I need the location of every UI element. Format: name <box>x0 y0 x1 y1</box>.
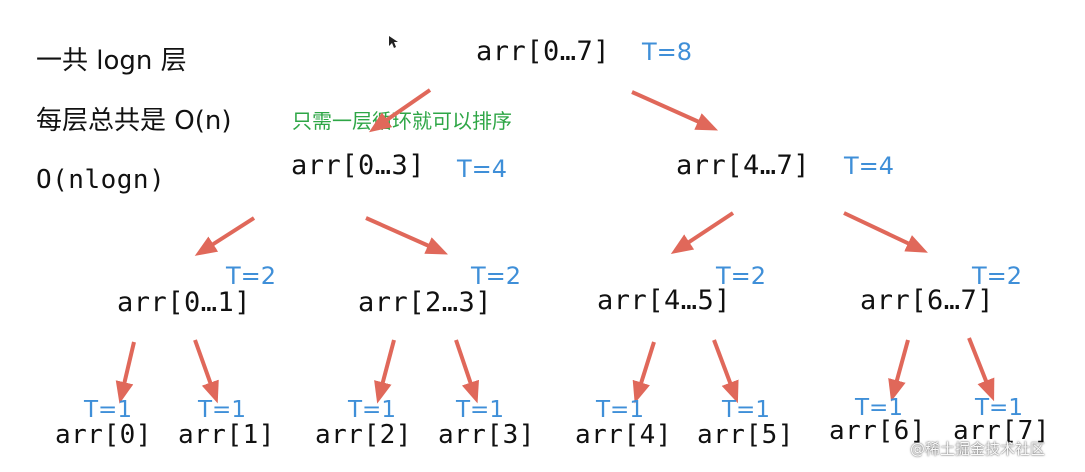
arrow-l2d-left <box>888 339 910 402</box>
t-leaf-5: T=1 <box>722 397 770 423</box>
t-leaf-7: T=1 <box>975 395 1023 421</box>
t-leaf-1: T=1 <box>198 397 246 423</box>
arrow-l1a-left <box>194 216 256 256</box>
leaf-5-label: arr[5] <box>697 420 794 450</box>
note-levels: 一共 logn 层 <box>36 40 187 77</box>
node-l2-0-label: arr[0…1] <box>117 287 252 318</box>
node-l2-2-label: arr[4…5] <box>597 285 732 316</box>
leaf-0: arr[0] <box>55 420 152 450</box>
t-l2-0: T=2 <box>226 262 276 290</box>
node-l2-1-label: arr[2…3] <box>358 287 493 318</box>
leaf-7-label: arr[7] <box>953 416 1050 446</box>
node-root: arr[0…7] <box>476 36 610 67</box>
node-l1-1: arr[4…7] <box>676 150 810 181</box>
watermark: @稀土掘金技术社区 <box>910 438 1045 459</box>
arrow-l1b-left <box>670 211 735 255</box>
leaf-3-label: arr[3] <box>438 420 535 450</box>
note-levels-text: 一共 logn 层 <box>36 46 187 76</box>
node-l1-0: arr[0…3] <box>291 150 425 181</box>
note-complexity: O(nlogn) <box>36 165 165 195</box>
node-l2-0: arr[0…1] <box>117 287 251 318</box>
t-root-text: T=8 <box>642 38 693 66</box>
cursor-icon <box>389 36 398 48</box>
node-l1-1-label: arr[4…7] <box>676 150 811 181</box>
leaf-1-label: arr[1] <box>178 420 275 450</box>
t-l1-1-text: T=4 <box>844 152 895 180</box>
watermark-text: @稀土掘金技术社区 <box>910 440 1046 458</box>
t-leaf-6-text: T=1 <box>855 395 903 421</box>
arrow-l2b-left <box>374 339 396 404</box>
t-leaf-3-text: T=1 <box>456 397 504 423</box>
note-per-level-text: 每层总共是 O(n) <box>36 106 232 136</box>
t-leaf-1-text: T=1 <box>198 397 246 423</box>
t-l2-3-text: T=2 <box>972 262 1023 290</box>
t-l2-1: T=2 <box>471 262 521 290</box>
t-l2-2: T=2 <box>716 262 766 290</box>
arrow-l1b-right <box>843 211 928 253</box>
t-l2-2-text: T=2 <box>716 262 767 290</box>
node-l1-0-label: arr[0…3] <box>291 150 426 181</box>
arrow-l2a-left <box>115 341 136 404</box>
arrow-root-left <box>368 88 432 133</box>
arrow-l2a-right <box>193 339 219 404</box>
arrow-l2b-right <box>454 339 479 404</box>
leaf-5: arr[5] <box>697 420 794 450</box>
note-per-level: 每层总共是 O(n) <box>36 100 232 137</box>
leaf-6: arr[6] <box>829 416 926 446</box>
t-l2-1-text: T=2 <box>471 262 522 290</box>
t-l1-0: T=4 <box>457 155 507 183</box>
node-l2-1: arr[2…3] <box>358 287 492 318</box>
t-l2-0-text: T=2 <box>226 262 277 290</box>
leaf-3: arr[3] <box>438 420 535 450</box>
t-leaf-5-text: T=1 <box>722 397 770 423</box>
t-leaf-4-text: T=1 <box>596 397 644 423</box>
leaf-2-label: arr[2] <box>315 420 412 450</box>
node-root-label: arr[0…7] <box>476 36 611 67</box>
leaf-4: arr[4] <box>575 420 672 450</box>
node-l2-3-label: arr[6…7] <box>860 285 995 316</box>
t-leaf-6: T=1 <box>855 395 903 421</box>
node-l2-2: arr[4…5] <box>597 285 731 316</box>
arrow-l2c-right <box>712 339 739 404</box>
t-l1-1: T=4 <box>844 152 894 180</box>
t-l2-3: T=2 <box>972 262 1022 290</box>
leaf-4-label: arr[4] <box>575 420 672 450</box>
t-leaf-0-text: T=1 <box>84 397 132 423</box>
t-root: T=8 <box>642 38 692 66</box>
arrow-l2d-right <box>967 337 995 402</box>
note-complexity-text: O(nlogn) <box>36 165 166 195</box>
t-leaf-0: T=1 <box>84 397 132 423</box>
leaf-2: arr[2] <box>315 420 412 450</box>
t-leaf-2: T=1 <box>348 397 396 423</box>
t-leaf-2-text: T=1 <box>348 397 396 423</box>
t-leaf-4: T=1 <box>596 397 644 423</box>
leaf-6-label: arr[6] <box>829 416 926 446</box>
leaf-0-label: arr[0] <box>55 420 152 450</box>
green-note-text: 只需一层循环就可以排序 <box>292 109 512 133</box>
green-note: 只需一层循环就可以排序 <box>292 105 512 134</box>
leaf-7: arr[7] <box>953 416 1050 446</box>
t-leaf-3: T=1 <box>456 397 504 423</box>
t-l1-0-text: T=4 <box>457 155 508 183</box>
t-leaf-7-text: T=1 <box>975 395 1023 421</box>
arrow-root-right <box>631 90 719 131</box>
node-l2-3: arr[6…7] <box>860 285 994 316</box>
leaf-1: arr[1] <box>178 420 275 450</box>
arrow-l2c-left <box>632 341 656 404</box>
arrow-l1a-right <box>365 216 449 255</box>
